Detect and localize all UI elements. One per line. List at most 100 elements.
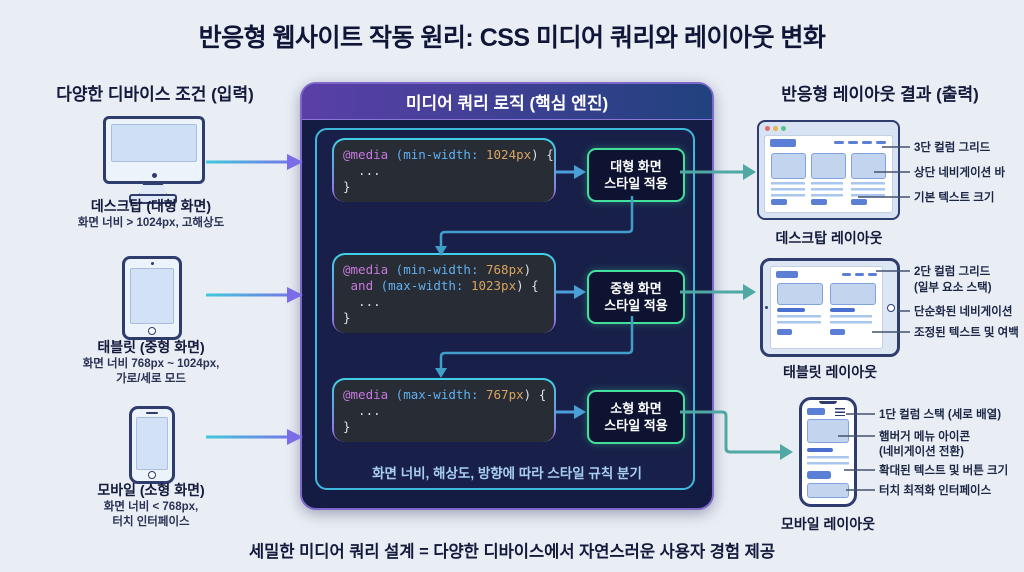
image-placeholder (807, 419, 849, 443)
mobile-layout-caption: 모바일 레이아웃 (780, 516, 876, 532)
desktop-mockup-nav-item (834, 141, 844, 144)
mobile-spec-2: 터치 인터페이스 (112, 516, 190, 528)
button-placeholder (777, 329, 792, 335)
code-block-desktop: @media (min-width: 1024px) { ...} (332, 138, 556, 202)
result-box-small-line2: 스타일 적용 (604, 418, 668, 433)
bottom-summary: 세밀한 미디어 쿼리 설계 = 다양한 디바이스에서 자연스러운 사용자 경험 … (248, 543, 776, 561)
tablet-spec-2: 가로/세로 모드 (116, 373, 186, 385)
desktop-mockup-nav-item (848, 141, 858, 144)
desktop-annotation-nav: 상단 네비게이션 바 (914, 167, 1006, 179)
button-placeholder (807, 471, 831, 479)
text-lines (771, 182, 805, 197)
tablet-mockup-column (777, 283, 823, 344)
desktop-mockup-column (851, 153, 886, 208)
text-lines (777, 315, 822, 327)
result-box-large-line1: 대형 화면 (610, 159, 662, 174)
tablet-annotation-text: 조정된 텍스트 및 여백 (914, 327, 1019, 339)
engine-footer-note: 화면 너비, 해상도, 방향에 따라 스타일 규칙 분기 (372, 466, 642, 481)
code-block-desktop-code: @media (min-width: 1024px) { ...} (334, 140, 554, 202)
desktop-icon-screen (111, 124, 197, 162)
mobile-annotation-text: 확대된 텍스트 및 버튼 크기 (879, 465, 1009, 477)
code-line: @media (min-width: 1024px) { (343, 147, 554, 162)
window-dot-yellow (773, 126, 778, 131)
page-title: 반응형 웹사이트 작동 원리: CSS 미디어 쿼리와 레이아웃 변화 (198, 24, 826, 52)
tablet-spec-1: 화면 너비 768px ~ 1024px, (82, 358, 220, 370)
heading-placeholder (807, 448, 833, 452)
desktop-icon (103, 116, 205, 184)
result-box-large-screen: 대형 화면 스타일 적용 (587, 148, 685, 202)
tablet-mockup-logo (776, 271, 798, 278)
desktop-mockup-column (771, 153, 806, 208)
desktop-mockup-column (811, 153, 846, 208)
code-line: ... (343, 403, 381, 418)
heading-placeholder (777, 308, 805, 312)
image-placeholder (830, 283, 876, 305)
window-dot-red (765, 126, 770, 131)
image-placeholder (771, 153, 806, 179)
tablet-mockup-home-button (887, 303, 895, 312)
desktop-mockup-columns (771, 153, 886, 208)
tablet-mockup-camera (765, 306, 768, 309)
tablet-mockup-nav-item (842, 273, 851, 276)
desktop-mockup-nav-item (862, 141, 872, 144)
hamburger-menu-icon (835, 408, 845, 416)
tablet-icon-screen (130, 268, 174, 324)
code-line: } (343, 310, 351, 325)
code-line: ... (343, 294, 381, 309)
code-block-tablet-code: @media (min-width: 768px) and (max-width… (334, 255, 554, 333)
mobile-mockup-screen (807, 408, 849, 499)
desktop-layout-mockup (757, 120, 900, 220)
code-line: and (max-width: 1023px) { (343, 278, 539, 293)
input-arrow-desktop (206, 154, 303, 170)
mobile-icon-screen (136, 417, 168, 470)
mobile-annotation-hamburger-2: (네비게이션 전환) (879, 446, 964, 458)
result-box-small-line1: 소형 화면 (610, 401, 662, 416)
tablet-icon-home-button (148, 327, 156, 335)
tablet-mockup-nav-item (855, 273, 864, 276)
tablet-mockup-nav-item (868, 273, 877, 276)
code-line: ... (343, 163, 381, 178)
code-line: } (343, 419, 351, 434)
mobile-annotation-hamburger: 햄버거 메뉴 아이콘 (879, 431, 971, 443)
code-block-tablet: @media (min-width: 768px) and (max-width… (332, 253, 556, 333)
tablet-label: 태블릿 (중형 화면) (97, 339, 205, 355)
mobile-layout-mockup (799, 397, 857, 507)
result-box-small-screen: 소형 화면 스타일 적용 (587, 390, 685, 444)
tablet-annotation-grid: 2단 컬럼 그리드 (914, 266, 991, 278)
desktop-annotation-grid: 3단 컬럼 그리드 (914, 142, 991, 154)
result-box-medium-screen: 중형 화면 스타일 적용 (587, 270, 685, 324)
desktop-mockup-nav-item (876, 141, 886, 144)
image-placeholder (777, 283, 823, 305)
image-placeholder (851, 153, 886, 179)
input-arrow-tablet (206, 287, 303, 303)
code-block-mobile-code: @media (max-width: 767px) { ...} (334, 380, 554, 442)
code-line: @media (max-width: 767px) { (343, 387, 547, 402)
desktop-mockup-logo (770, 139, 796, 147)
input-arrow-mobile (206, 429, 303, 445)
desktop-label: 데스크탑 (대형 화면) (90, 198, 212, 214)
image-placeholder (811, 153, 846, 179)
code-line: @media (min-width: 768px) (343, 262, 532, 277)
mobile-icon-speaker (146, 412, 158, 414)
desktop-annotation-text: 기본 텍스트 크기 (914, 192, 995, 204)
button-placeholder (830, 329, 845, 335)
desktop-icon-dot (151, 173, 157, 178)
tablet-mockup-screen (770, 266, 883, 349)
result-box-medium-line2: 스타일 적용 (604, 298, 668, 313)
tablet-annotation-nav: 단순화된 네비게이션 (914, 306, 1013, 318)
tablet-icon (122, 256, 182, 340)
output-column-header: 반응형 레이아웃 결과 (출력) (781, 85, 979, 104)
desktop-mockup-page (764, 135, 893, 213)
mobile-mockup-notch (819, 401, 837, 404)
button-placeholder (811, 199, 827, 205)
tablet-mockup-column (830, 283, 876, 344)
image-placeholder (807, 483, 849, 498)
code-line: } (343, 179, 351, 194)
text-lines (830, 315, 873, 327)
result-box-large-line2: 스타일 적용 (604, 176, 668, 191)
input-column-header: 다양한 디바이스 조건 (입력) (56, 85, 254, 104)
mobile-annotation-touch: 터치 최적화 인터페이스 (879, 485, 992, 497)
text-lines (811, 182, 843, 197)
text-lines (851, 182, 885, 197)
